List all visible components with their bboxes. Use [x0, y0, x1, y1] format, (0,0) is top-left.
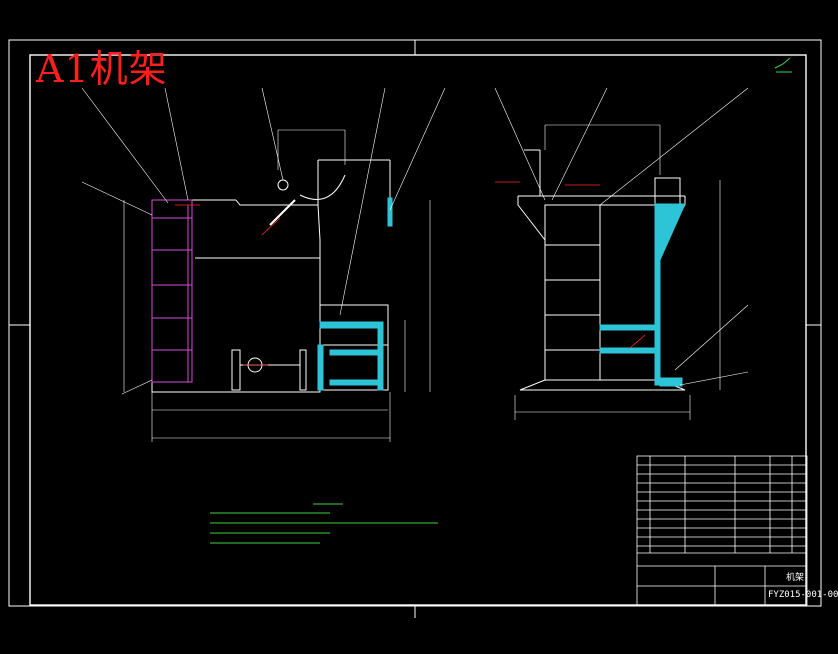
title-block-drawing-number: FYZ015-001-00	[768, 590, 838, 600]
surface-finish-mark	[774, 57, 792, 73]
front-view	[81, 87, 446, 442]
drawing-title: A1机架	[36, 47, 168, 91]
technical-notes	[210, 503, 438, 544]
title-block	[636, 455, 808, 607]
side-view	[494, 87, 749, 420]
title-block-part-name: 机架	[786, 573, 805, 583]
sheet-frame	[8, 39, 822, 618]
